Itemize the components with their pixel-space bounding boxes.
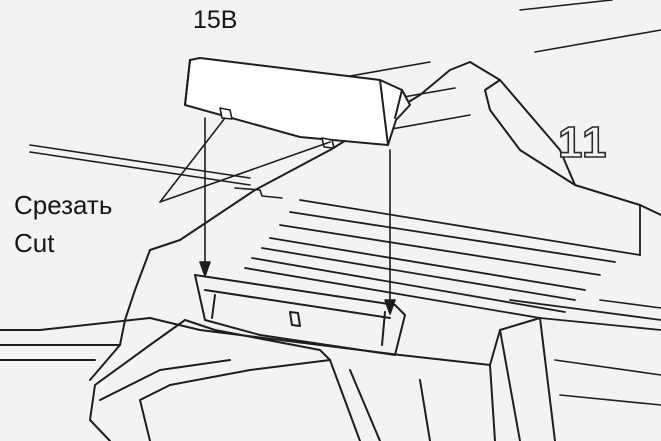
tray-rails: [244, 199, 661, 331]
step-number: 11: [557, 117, 609, 168]
base-body: [0, 61, 661, 381]
part-15b: [184, 57, 411, 149]
arrow-down-right: [384, 299, 396, 315]
cut-label-russian: Срезать: [14, 190, 113, 220]
arrow-down-left: [199, 261, 211, 277]
cut-leaders: [159, 117, 331, 203]
part-label: 15B: [193, 6, 238, 34]
alignment-lines: [199, 117, 396, 315]
lower-body: [0, 317, 556, 441]
strap: [89, 319, 331, 441]
cut-label-english: Cut: [14, 228, 55, 258]
right-edge-lines: [554, 299, 661, 406]
